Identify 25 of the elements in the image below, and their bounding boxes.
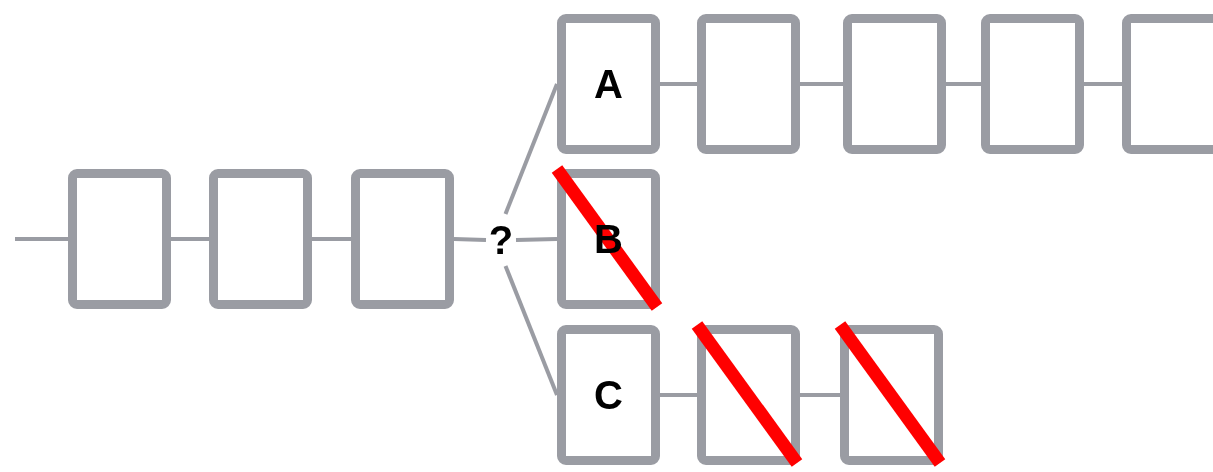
connector-line bbox=[15, 237, 68, 241]
connector-line bbox=[453, 237, 487, 242]
process-box bbox=[557, 14, 660, 154]
process-box bbox=[68, 169, 171, 309]
connector-line bbox=[1084, 82, 1122, 86]
process-box bbox=[1122, 14, 1213, 154]
connector-line bbox=[171, 237, 209, 241]
connector-line bbox=[660, 393, 697, 397]
node-letter: ? bbox=[488, 220, 514, 260]
connector-line bbox=[660, 82, 697, 86]
process-box bbox=[981, 14, 1084, 154]
connector-line bbox=[312, 237, 351, 241]
node-letter: A bbox=[594, 64, 623, 104]
process-box bbox=[697, 14, 800, 154]
connector-line bbox=[800, 82, 843, 86]
connector-line bbox=[800, 393, 840, 397]
process-box bbox=[209, 169, 312, 309]
process-box bbox=[843, 14, 946, 154]
process-box bbox=[557, 325, 660, 465]
process-box bbox=[351, 169, 454, 309]
connector-line bbox=[515, 237, 558, 242]
connector-line bbox=[503, 265, 559, 396]
node-letter: C bbox=[594, 375, 623, 415]
connector-line bbox=[946, 82, 981, 86]
connector-line bbox=[503, 83, 559, 215]
